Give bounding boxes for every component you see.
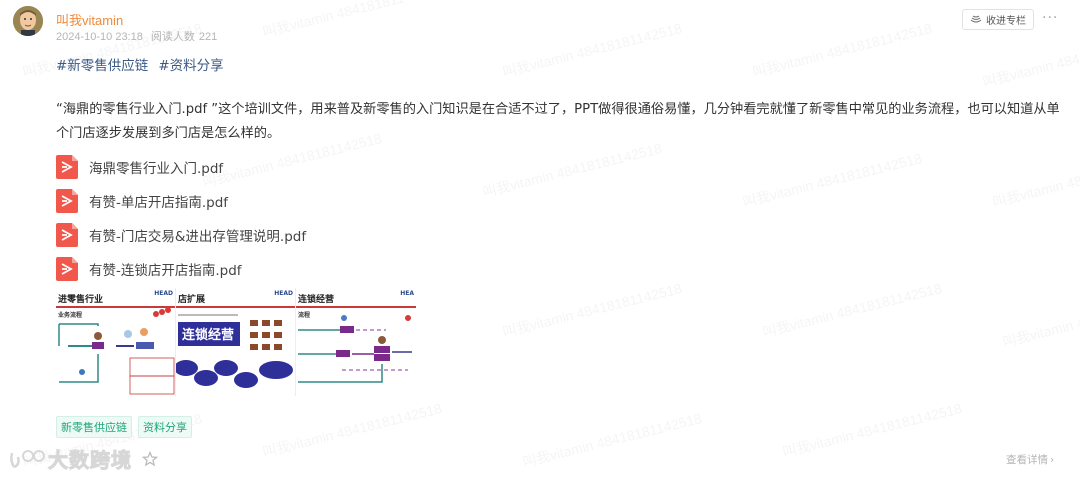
process-diagram-icon [298,315,412,383]
chain-diagram-icon: 连锁经营 [176,314,293,388]
view-details-label: 查看详情 [1006,454,1048,466]
slide-rule [176,306,295,308]
slide-rule [296,306,416,308]
collect-label: 收进专栏 [986,16,1026,27]
reads-label: 阅读人数 [150,31,195,43]
slide-logo: HEAD [274,290,293,297]
pdf-icon [56,155,78,179]
flow-diagram-icon [58,307,175,395]
attachment-item[interactable]: 有赞-连锁店开店指南.pdf [56,252,306,286]
attachment-list: 海鼎零售行业入门.pdf 有赞-单店开店指南.pdf 有赞-门店交易&进出存管理… [56,150,306,286]
attachment-name: 有赞-连锁店开店指南.pdf [89,263,242,279]
star-icon[interactable] [142,450,158,467]
attachment-name: 有赞-门店交易&进出存管理说明.pdf [89,229,307,245]
pdf-icon [56,223,78,247]
brand-watermark: 大数跨境 [8,444,158,473]
slide-title: 店扩展 [178,295,206,305]
tag-list: 新零售供应链 资料分享 [56,416,192,438]
tag-chip[interactable]: 资料分享 [138,416,192,438]
hashtag-link[interactable]: #资料分享 [158,58,224,74]
hashtag-link[interactable]: #新零售供应链 [56,58,149,74]
chevron-right-icon: › [1050,454,1055,466]
hashtag-list: #新零售供应链 #资料分享 [56,54,224,74]
tag-chip[interactable]: 新零售供应链 [56,416,132,438]
brand-logo-icon [10,449,45,468]
collect-icon [970,15,982,22]
attachment-name: 有赞-单店开店指南.pdf [89,195,229,211]
slide-title: 进零售行业 [58,295,104,305]
image-thumbnails: 进零售行业 HEAD 业务流程 [56,288,416,396]
post-body-text: “海鼎的零售行业入门.pdf ”这个培训文件，用来普及新零售的入门知识是在合适不… [56,102,1060,141]
post-date: 2024-10-10 23:18 [56,31,143,43]
more-options-button[interactable]: ··· [1042,10,1059,26]
brand-name: 大数跨境 [48,448,132,473]
collect-to-column-button[interactable]: 收进专栏 [962,9,1034,30]
attachment-item[interactable]: 海鼎零售行业入门.pdf [56,150,306,184]
slide-subtitle: 业务流程 [58,312,83,319]
slide-title: 连锁经营 [298,295,335,305]
reads-count: 221 [198,31,218,43]
avatar-face-icon [13,6,43,36]
attachment-name: 海鼎零售行业入门.pdf [89,161,224,177]
image-thumbnail[interactable]: 店扩展 HEAD 连锁经营 [176,288,296,396]
slide-logo: HEA [400,290,414,297]
slide-subtitle: 流程 [298,312,311,319]
author-name[interactable]: 叫我vitamin [56,13,124,28]
slide-logo: HEAD [154,290,173,297]
avatar[interactable] [13,6,43,36]
pdf-icon [56,257,78,281]
image-thumbnail[interactable]: 连锁经营 HEA 流程 [296,288,416,396]
image-thumbnail[interactable]: 进零售行业 HEAD 业务流程 [56,288,176,396]
pdf-icon [56,189,78,213]
attachment-item[interactable]: 有赞-单店开店指南.pdf [56,184,306,218]
svg-text:连锁经营: 连锁经营 [182,327,234,343]
slide-rule [56,306,175,308]
view-details-link[interactable]: 查看详情› [1006,452,1054,467]
attachment-item[interactable]: 有赞-门店交易&进出存管理说明.pdf [56,218,306,252]
